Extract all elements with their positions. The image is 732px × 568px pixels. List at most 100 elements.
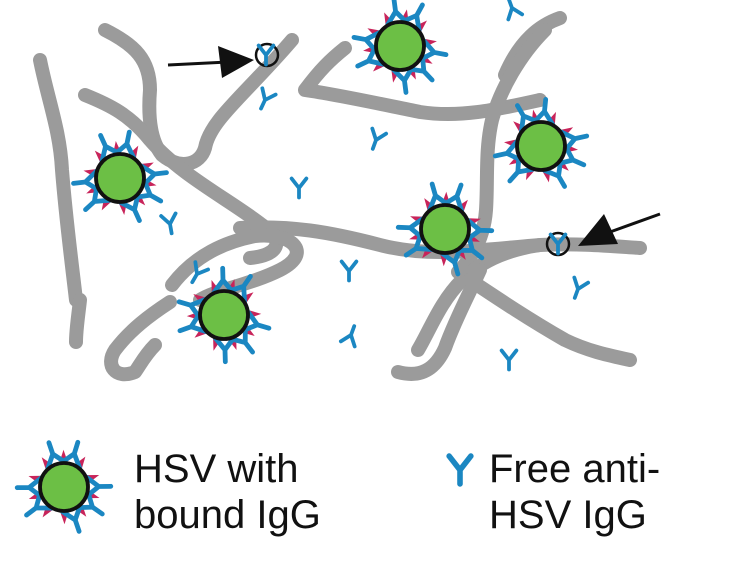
virus-with-bound-igg-icon <box>14 439 114 534</box>
y-antibody-icon <box>190 260 210 285</box>
antibody-shape <box>531 97 555 127</box>
arrow-head <box>578 214 618 246</box>
virus-capsid <box>515 120 567 172</box>
bound-antibodies <box>176 265 272 365</box>
bound-antibodies <box>492 97 590 189</box>
arrow-shaft <box>167 60 229 67</box>
y-antibody-icon <box>338 324 357 349</box>
mucin-fiber <box>411 238 547 357</box>
antibody-shape <box>418 38 449 62</box>
virus-with-bound-igg-icon <box>176 265 272 365</box>
y-antibody-icon <box>506 0 525 22</box>
hsv-particles <box>71 0 590 365</box>
antibody-shape <box>499 348 519 372</box>
arrow-right <box>578 212 661 246</box>
y-antibody-icon <box>391 65 415 95</box>
antibody-shape <box>338 324 357 349</box>
antibody-shape <box>441 182 464 214</box>
y-antibody-icon <box>446 453 474 487</box>
y-antibody-icon <box>351 30 382 54</box>
virus-capsid <box>374 20 426 72</box>
antibody-shape <box>370 126 389 151</box>
y-antibody-icon <box>256 43 276 67</box>
antibody-shape <box>84 474 114 499</box>
antibody-shape <box>351 30 382 54</box>
virus-with-bound-igg-icon <box>351 0 449 95</box>
y-antibody-icon <box>139 163 169 188</box>
legend-virus-label: HSV with bound IgG <box>134 446 321 538</box>
y-antibody-icon <box>395 216 425 240</box>
bound-antibodies <box>14 439 114 534</box>
legend-virus-shape <box>14 439 114 534</box>
free-antibodies <box>159 0 591 372</box>
arrow-head <box>218 46 254 78</box>
y-antibody-icon <box>400 2 425 33</box>
mucin-fiber-network <box>33 11 647 382</box>
y-antibody-icon <box>240 310 272 333</box>
antibody-shape <box>226 273 253 304</box>
arrow-left <box>167 46 254 78</box>
antibody-shape <box>339 259 359 283</box>
antibody-shape <box>256 43 276 67</box>
virus-with-bound-igg-icon <box>492 97 590 189</box>
bound-antibodies <box>351 0 449 95</box>
y-antibody-icon <box>60 503 83 534</box>
y-antibody-icon <box>492 139 524 163</box>
antibody-shape <box>542 158 567 189</box>
y-antibody-icon <box>548 232 568 256</box>
legend-antibody-label-line1: Free anti- <box>489 447 661 491</box>
y-antibody-icon <box>441 182 464 214</box>
virus-capsid <box>38 461 90 513</box>
y-antibody-icon <box>531 97 555 127</box>
antibody-shape <box>439 245 463 277</box>
antibody-shape <box>60 503 83 534</box>
y-antibody-icon <box>370 126 389 151</box>
antibody-shape <box>71 168 101 193</box>
y-antibody-icon <box>14 475 44 500</box>
antibody-shape <box>572 275 591 300</box>
antibody-shape <box>176 297 208 320</box>
virus-capsid <box>198 289 250 341</box>
antibody-shape <box>14 475 44 500</box>
antibody-shape <box>391 65 415 95</box>
antibody-shape <box>112 129 137 160</box>
antibody-shape <box>558 129 590 153</box>
y-antibody-icon <box>59 439 83 471</box>
legend-antibody-label: Free anti- HSV IgG <box>489 446 660 538</box>
mucin-fiber <box>463 273 637 367</box>
antibody-shape <box>446 453 474 487</box>
antibody-shape <box>395 216 425 240</box>
antibody-shape <box>492 139 524 163</box>
y-antibody-icon <box>446 453 474 487</box>
antibody-shape <box>465 218 495 242</box>
y-antibody-icon <box>84 474 114 499</box>
mucin-fiber <box>69 293 87 349</box>
virus-with-bound-igg-icon <box>71 129 169 223</box>
y-antibody-icon <box>176 297 208 320</box>
y-antibody-icon <box>212 335 237 365</box>
antibody-shape <box>159 211 178 236</box>
legend-virus-label-line1: HSV with <box>134 447 299 491</box>
virus-capsid <box>94 152 146 204</box>
antibody-shape <box>190 260 210 285</box>
mucin-fiber <box>104 295 177 382</box>
antibody-shape <box>240 310 272 333</box>
y-antibody-icon <box>418 38 449 62</box>
y-antibody-icon <box>159 211 178 236</box>
legend-antibody-label-line2: HSV IgG <box>489 493 647 537</box>
y-antibody-icon <box>112 129 137 160</box>
bound-antibodies <box>395 181 495 277</box>
y-antibody-icon <box>289 176 309 200</box>
y-antibody-icon <box>118 192 142 223</box>
mucin-fiber <box>451 23 552 279</box>
antibody-shape <box>118 192 142 223</box>
antibody-shape <box>289 176 309 200</box>
legend-virus-label-line2: bound IgG <box>134 493 321 537</box>
y-antibody-icon <box>558 129 590 153</box>
arrow-shaft <box>609 212 661 234</box>
virus-with-bound-igg-icon <box>395 181 495 277</box>
antibody-shape <box>139 163 169 188</box>
y-antibody-icon <box>465 218 495 242</box>
mucin-fiber <box>33 53 83 307</box>
